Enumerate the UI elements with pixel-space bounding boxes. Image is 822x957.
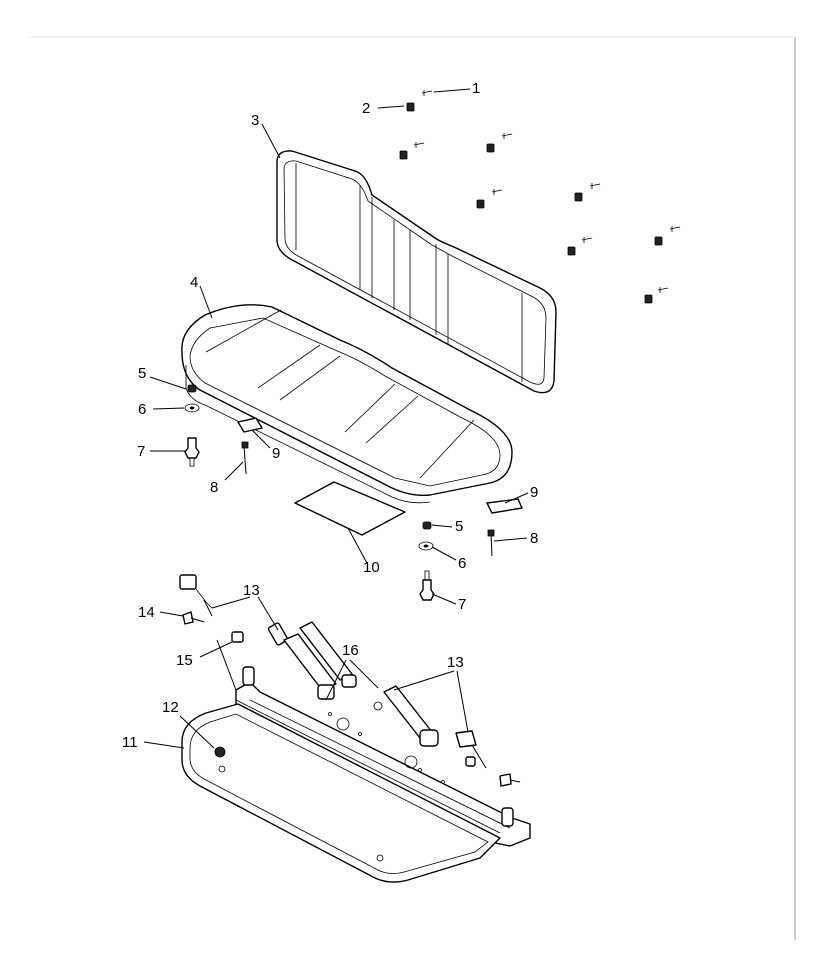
- callout-labels: 1 2 3 4 5 6 7 8 9 9 5 8 10 6 7 13 14 15 …: [122, 80, 538, 751]
- label-plate: [294, 481, 406, 536]
- callout-7-left: 7: [137, 443, 145, 460]
- callout-15: 15: [176, 652, 193, 669]
- seat-back: [276, 150, 557, 394]
- right-cushion-hardware: [418, 498, 523, 601]
- callout-13-left: 13: [243, 582, 260, 599]
- callout-2: 2: [362, 100, 370, 117]
- callout-16: 16: [342, 642, 359, 659]
- callout-5-right: 5: [455, 518, 463, 535]
- callout-9-left: 9: [272, 445, 280, 462]
- seat-belt-left: [179, 574, 357, 700]
- callout-12: 12: [162, 699, 179, 716]
- seat-pan: [181, 703, 501, 883]
- seat-back-fasteners: [399, 90, 681, 304]
- callout-11: 11: [122, 734, 138, 751]
- callout-7-right: 7: [458, 596, 466, 613]
- callout-8-right: 8: [530, 530, 538, 547]
- seat-cushion: [181, 304, 513, 504]
- callout-14: 14: [138, 604, 155, 621]
- callout-8-left: 8: [210, 479, 218, 496]
- callout-9-right: 9: [530, 484, 538, 501]
- callout-6-left: 6: [138, 401, 146, 418]
- bolt-and-spacer: [182, 611, 521, 787]
- callout-4: 4: [190, 274, 198, 291]
- callout-1: 1: [472, 80, 480, 97]
- callout-10: 10: [363, 559, 380, 576]
- callout-13-right: 13: [447, 654, 464, 671]
- seat-belt-right: [373, 685, 487, 769]
- left-cushion-hardware: [184, 384, 263, 475]
- leader-lines: [143, 88, 529, 749]
- callout-6-right: 6: [458, 555, 466, 572]
- callout-3: 3: [251, 112, 259, 129]
- callout-5-left: 5: [138, 365, 146, 382]
